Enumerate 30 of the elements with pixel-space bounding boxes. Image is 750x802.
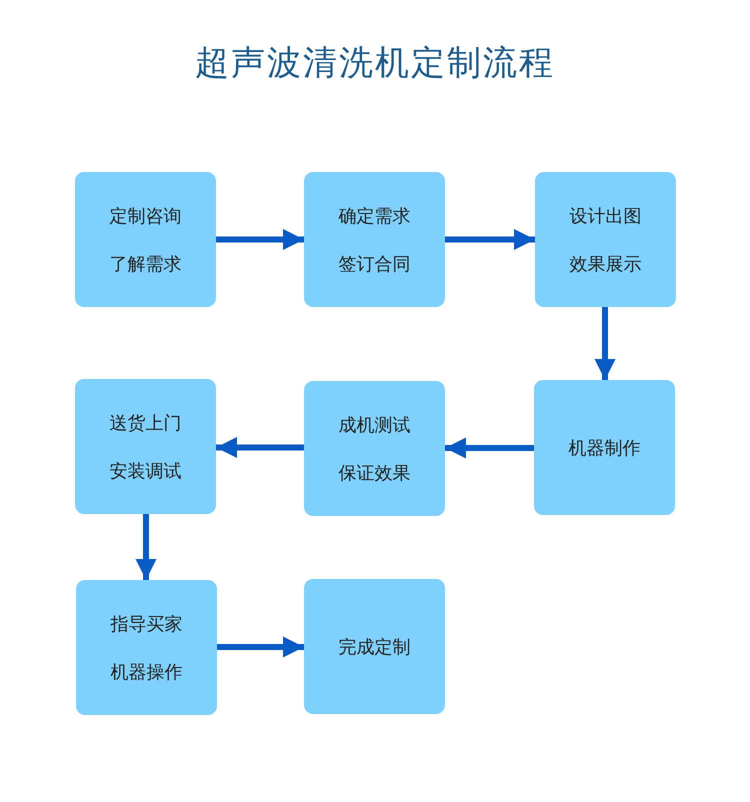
process-box [76, 580, 217, 715]
box-text: 确定需求 [338, 204, 410, 228]
box-text: 设计出图 [570, 204, 642, 228]
box-text: 成机测试 [338, 414, 410, 436]
box-text: 了解需求 [110, 252, 182, 276]
arrow [445, 229, 535, 250]
box-text: 效果展示 [570, 252, 642, 276]
box-text: 完成定制 [338, 636, 410, 658]
arrow [445, 438, 534, 458]
process-box [75, 172, 216, 307]
box-text: 安装调试 [110, 460, 182, 482]
arrow [216, 437, 304, 458]
box-text: 定制咨询 [110, 204, 182, 228]
box-text: 签订合同 [338, 252, 410, 276]
box-text: 保证效果 [338, 462, 410, 484]
title: 超声波清洗机定制流程 [194, 42, 556, 85]
process-box [304, 381, 445, 516]
box-text: 机器操作 [110, 660, 182, 684]
arrow [216, 229, 304, 250]
arrow [217, 636, 304, 658]
process-box [304, 579, 445, 714]
process-box [535, 172, 676, 307]
arrow [594, 307, 616, 380]
process-box [534, 380, 675, 515]
box-text: 机器制作 [568, 436, 640, 460]
arrow [136, 514, 156, 580]
process-box [75, 379, 216, 514]
box-text: 指导买家 [110, 612, 182, 636]
process-box [304, 172, 445, 307]
box-text: 送货上门 [110, 412, 182, 434]
